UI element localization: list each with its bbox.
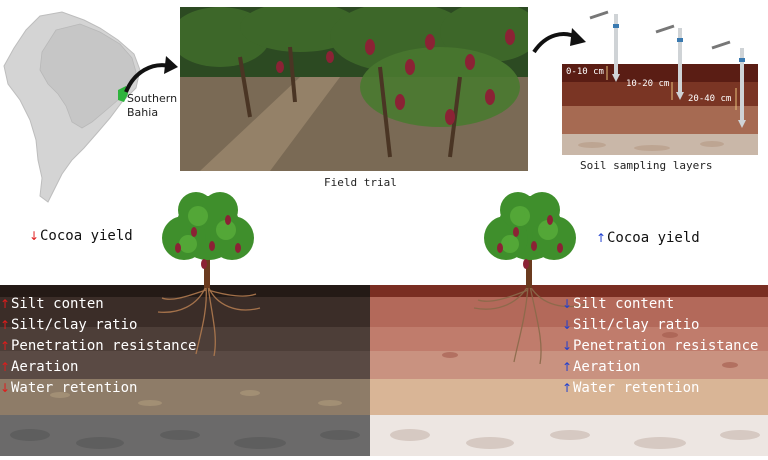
right-property-label: Aeration [573, 359, 641, 375]
right-property-label: Water retention [573, 380, 700, 396]
left-soil-properties: ↑Silt conten ↑Silt/clay ratio ↑Penetrati… [0, 294, 196, 399]
arrow-up-icon: ↑ [0, 318, 11, 332]
soil-sampling-panel: 0-10 cm 10-20 cm 20-40 cm [562, 10, 758, 155]
soil-left-illustration [0, 285, 370, 456]
curved-arrow-icon [124, 56, 178, 93]
right-property: ↓Silt/clay ratio [562, 315, 758, 336]
arrow-down-icon: ↓ [562, 318, 573, 332]
soil-panel-left [0, 285, 370, 456]
roots [157, 285, 261, 356]
right-property-label: Silt content [573, 296, 675, 312]
arrow-down-icon: ↓ [0, 381, 11, 395]
region-label: Southern Bahia [127, 92, 187, 120]
layer-label-10-20: 10-20 cm [626, 79, 670, 89]
left-property: ↓Water retention [0, 378, 196, 399]
left-property: ↑Aeration [0, 357, 196, 378]
soil-right-illustration [370, 285, 768, 456]
probe-icon [711, 40, 746, 128]
left-property-label: Penetration resistance [11, 338, 197, 354]
yield-label-left-text: Cocoa yield [40, 228, 133, 244]
right-property-label: Silt/clay ratio [573, 317, 700, 333]
curved-arrow-icon-2 [532, 28, 586, 54]
layer-label-20-40: 20-40 cm [688, 94, 732, 104]
left-property: ↑Penetration resistance [0, 336, 196, 357]
soil-panel-right [370, 285, 768, 456]
right-property: ↑Aeration [562, 357, 758, 378]
field-photo [180, 7, 528, 171]
layer-label-0-10: 0-10 cm [566, 67, 604, 77]
arrow-up-icon: ↑ [0, 360, 11, 374]
roots [473, 285, 587, 364]
arrow-up-icon: ↑ [562, 360, 573, 374]
arrow-up-icon: ↑ [0, 297, 11, 311]
arrow-down-icon: ↓ [562, 339, 573, 353]
south-america-map [3, 11, 141, 203]
left-property-label: Silt/clay ratio [11, 317, 138, 333]
probe-icon [655, 24, 684, 100]
left-property-label: Aeration [11, 359, 79, 375]
right-property: ↓Penetration resistance [562, 336, 758, 357]
cocoa-tree-right-icon [473, 192, 587, 364]
yield-label-right: ↑ Cocoa yield [596, 230, 700, 246]
yield-label-left: ↓ Cocoa yield [29, 228, 133, 244]
arrow-down-icon: ↓ [562, 297, 573, 311]
yield-label-right-text: Cocoa yield [607, 230, 700, 246]
arrow-up-icon: ↑ [596, 231, 607, 245]
region-label-text: Southern Bahia [127, 92, 178, 119]
arrow-down-icon: ↓ [29, 229, 40, 243]
arrow-up-icon: ↑ [0, 339, 11, 353]
soil-sampling-illustration [562, 10, 758, 155]
cocoa-tree-left-icon [157, 192, 261, 356]
probe-icon [589, 10, 620, 82]
left-property: ↑Silt conten [0, 294, 196, 315]
arrow-up-icon: ↑ [562, 381, 573, 395]
left-property-label: Silt conten [11, 296, 104, 312]
field-photo-illustration [180, 7, 528, 171]
right-property: ↑Water retention [562, 378, 758, 399]
right-property: ↓Silt content [562, 294, 758, 315]
right-soil-properties: ↓Silt content ↓Silt/clay ratio ↓Penetrat… [562, 294, 758, 399]
brazil-border [39, 23, 137, 129]
photo-caption: Field trial [324, 176, 397, 189]
left-property: ↑Silt/clay ratio [0, 315, 196, 336]
sampling-caption: Soil sampling layers [580, 159, 713, 172]
right-property-label: Penetration resistance [573, 338, 759, 354]
left-property-label: Water retention [11, 380, 138, 396]
